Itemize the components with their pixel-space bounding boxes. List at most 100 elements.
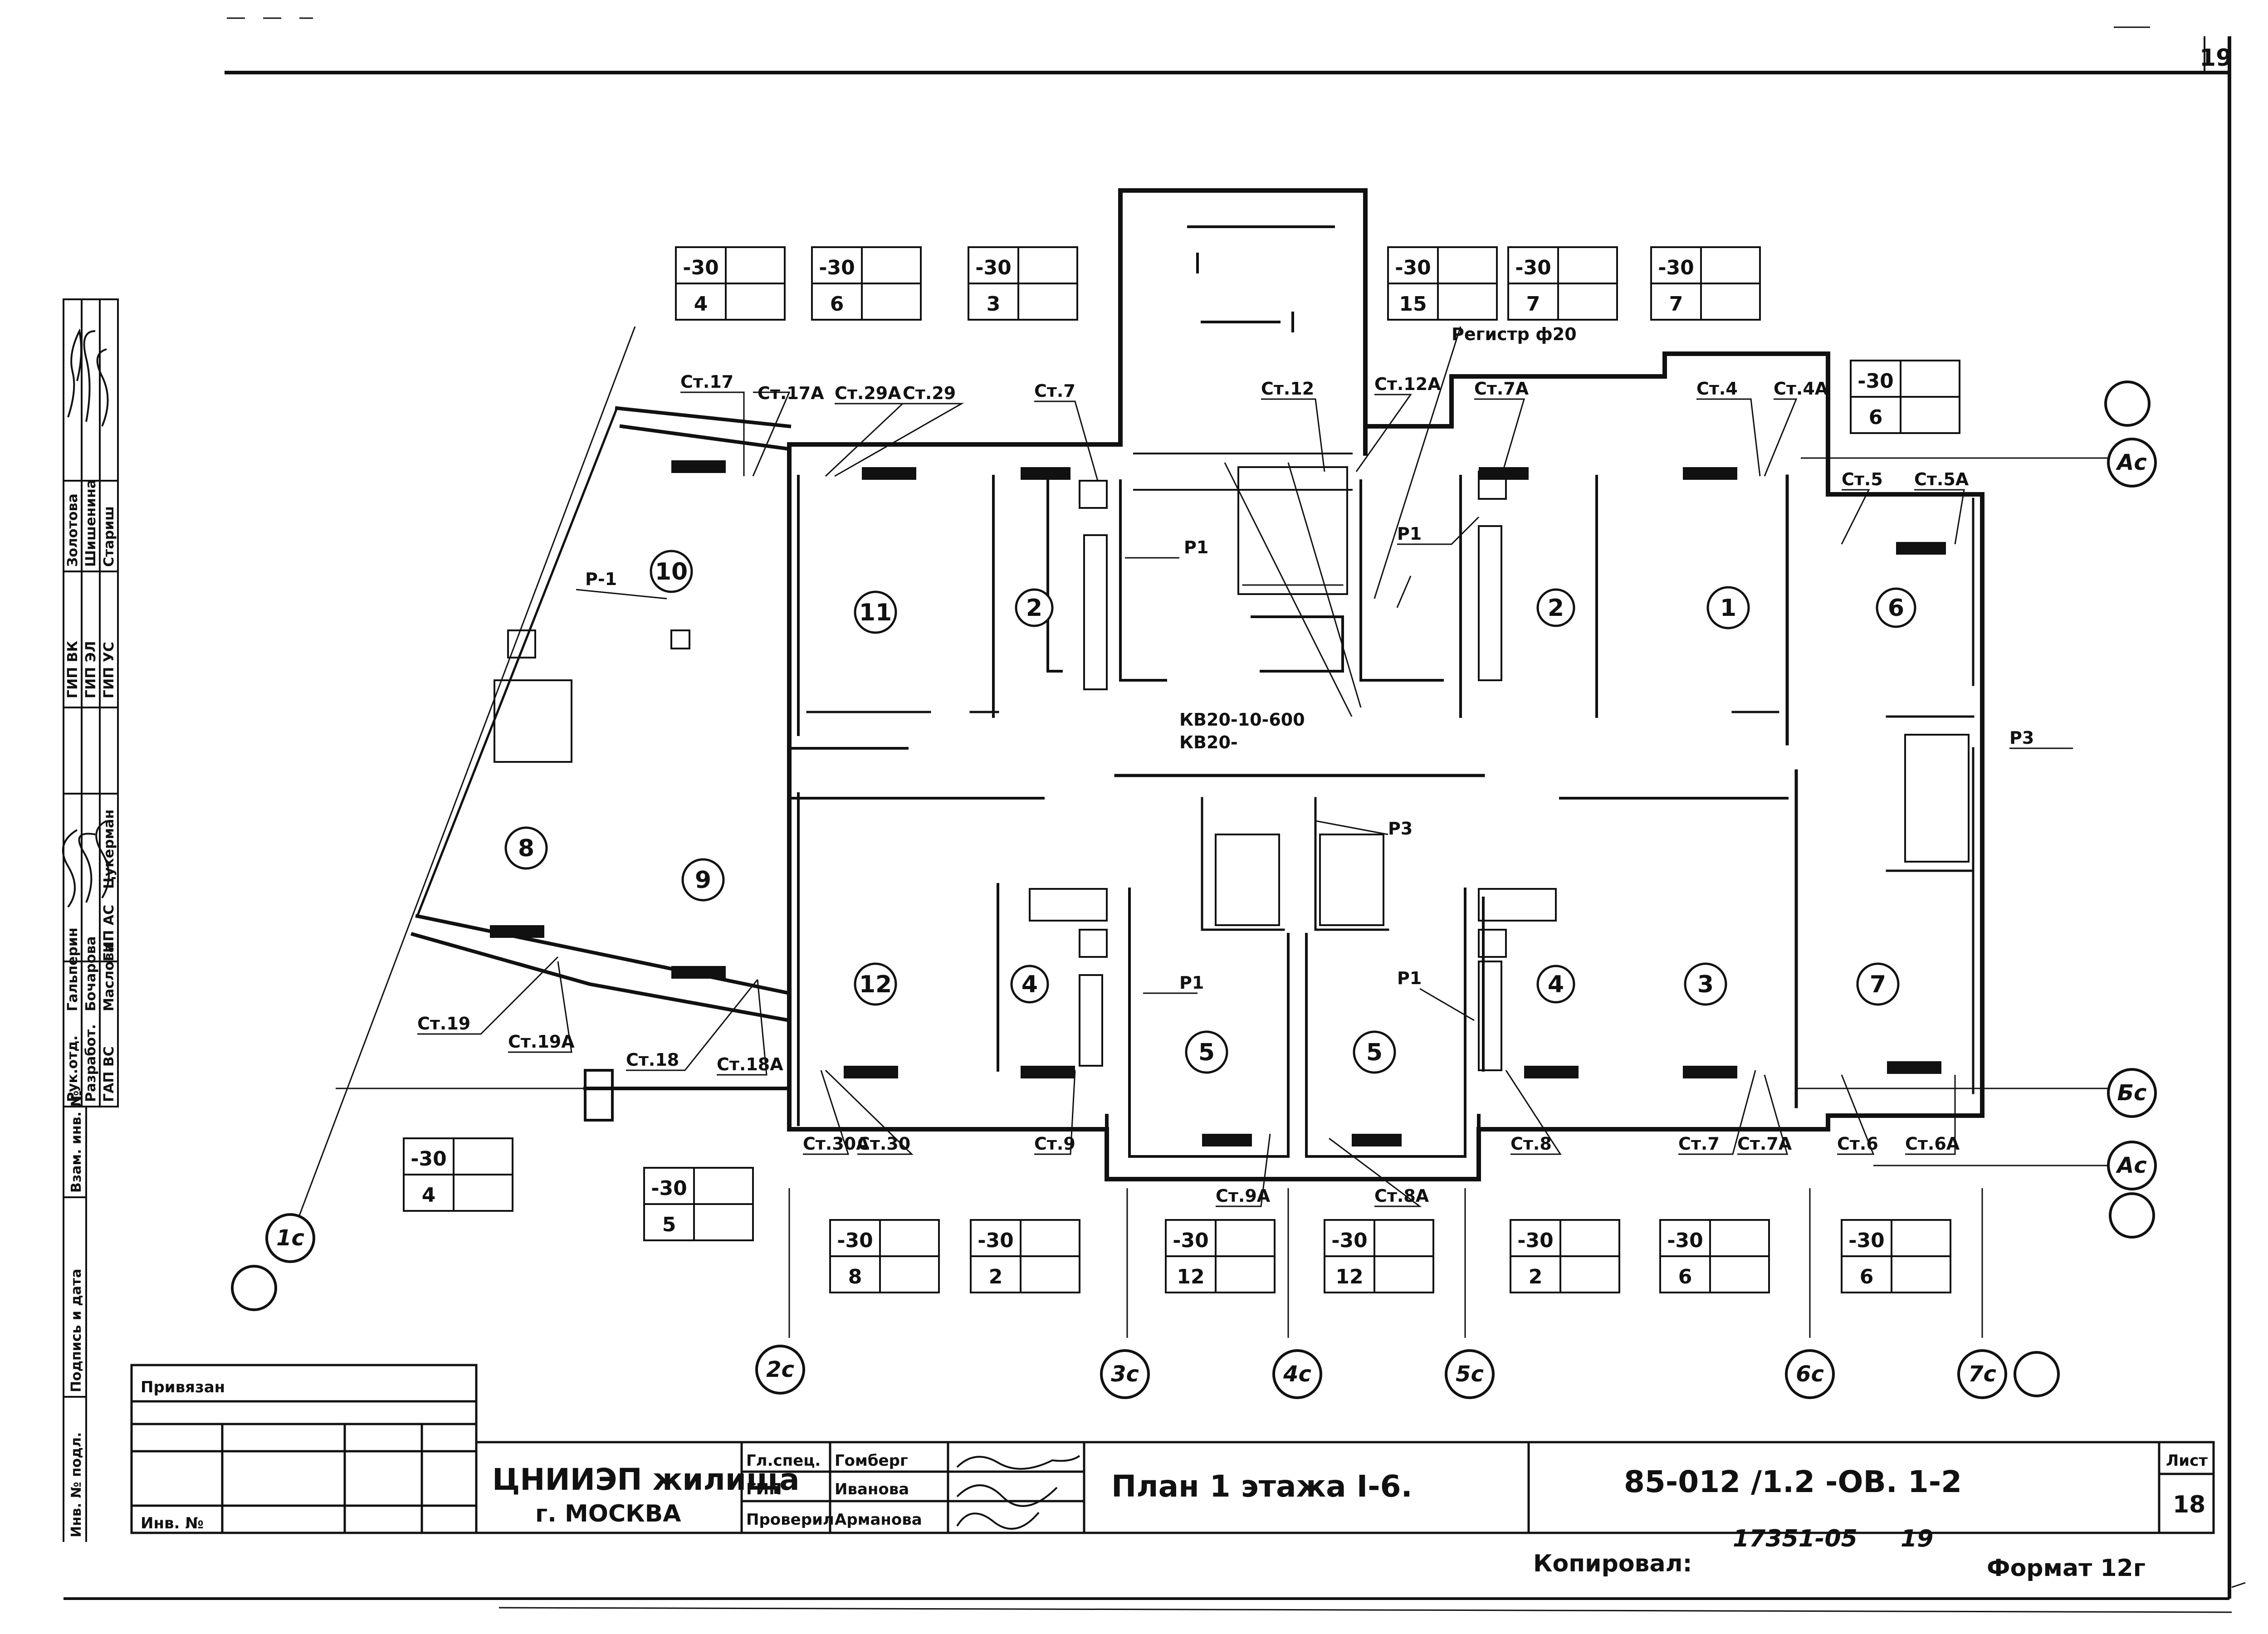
room-label-12: 12	[859, 971, 892, 998]
inv-label: Инв. №	[141, 1514, 204, 1532]
box-temp-2: -30	[819, 256, 855, 279]
axis-label-ac-bottom: Ас	[2115, 1153, 2147, 1178]
role-3: Проверил	[746, 1511, 834, 1529]
axis-label-2c: 2с	[766, 1357, 794, 1382]
box-temp-8: -30	[411, 1147, 447, 1171]
box-num-7: 6	[1869, 406, 1883, 429]
pipe-p1-bottom-left: Р1	[1179, 973, 1204, 993]
riser-st18a: Ст.18А	[717, 1054, 783, 1074]
riser-st8: Ст.8	[1510, 1134, 1552, 1154]
riser-st5: Ст.5	[1842, 469, 1883, 489]
copied-label: Копировал:	[1533, 1550, 1692, 1577]
axis-label-bc: Бс	[2117, 1080, 2146, 1106]
box-num-11: 2	[989, 1265, 1003, 1288]
room-label-5-left: 5	[1198, 1039, 1215, 1066]
box-num-12: 12	[1177, 1265, 1204, 1288]
strip-field-inv: Инв. № подл.	[68, 1432, 84, 1537]
riser-st4: Ст.4	[1696, 379, 1738, 399]
box-num-14: 2	[1529, 1265, 1543, 1288]
riser-st9a: Ст.9А	[1216, 1186, 1271, 1206]
org-city: г. МОСКВА	[535, 1500, 681, 1527]
room-label-8: 8	[518, 835, 534, 862]
strip-name-2: Бочарова	[83, 936, 99, 1011]
room-label-4-right: 4	[1548, 971, 1564, 998]
signatures	[62, 328, 110, 908]
room-label-1: 1	[1720, 595, 1736, 622]
room-label-2-right: 2	[1548, 595, 1564, 622]
temperature-box-values: -30 4 -30 6 -30 3 -30 15 -30 7 -30 7 -30…	[411, 256, 1894, 1288]
room-markers	[504, 550, 1916, 1074]
building-walls	[411, 188, 1984, 1181]
axis-label-4c: 4с	[1283, 1361, 1311, 1387]
riser-st29: Ст.29	[903, 383, 956, 403]
temperature-box-frames	[403, 246, 1960, 1293]
box-temp-3: -30	[975, 256, 1012, 279]
axis-label-6c: 6с	[1796, 1361, 1824, 1387]
riser-st12a: Ст.12А	[1374, 374, 1441, 394]
note-kv2: КВ20-	[1179, 732, 1238, 752]
box-temp-1: -30	[683, 256, 719, 279]
room-label-7: 7	[1870, 971, 1886, 998]
riser-st9: Ст.9	[1034, 1134, 1075, 1154]
axis-label-ac-top: Ас	[2115, 450, 2147, 475]
box-num-8: 4	[422, 1184, 436, 1207]
box-temp-10: -30	[837, 1229, 873, 1252]
axis-label-5c: 5с	[1456, 1361, 1484, 1387]
pipe-p3-right: Р3	[2009, 728, 2034, 748]
box-temp-6: -30	[1658, 256, 1694, 279]
box-num-2: 6	[830, 293, 844, 316]
riser-st5a: Ст.5А	[1914, 469, 1969, 489]
room-label-2-left: 2	[1026, 595, 1042, 622]
room-labels: 10 11 2 2 1 6 8 9 12 4 5 5 4 3 7	[518, 558, 1904, 1066]
strip-role-3: ГАП ВС	[101, 1046, 117, 1102]
strip-role-6: ГИП ЭЛ	[83, 641, 99, 698]
axis-lines	[298, 326, 2114, 1338]
box-temp-9: -30	[651, 1177, 687, 1200]
strip-name-1: Гальперин	[65, 927, 81, 1011]
riser-st30: Ст.30	[857, 1134, 910, 1154]
box-num-9: 5	[662, 1213, 676, 1236]
strip-role-2: Разработ.	[83, 1024, 99, 1102]
riser-st17a: Ст.17А	[758, 383, 824, 403]
format-label: Формат 12г	[1987, 1555, 2146, 1582]
box-num-6: 7	[1669, 293, 1683, 316]
riser-st17: Ст.17	[680, 372, 733, 392]
sheet-frame	[64, 36, 2232, 1613]
name-1: Гомберг	[835, 1452, 908, 1470]
box-num-16: 6	[1860, 1265, 1874, 1288]
axis-markers	[231, 380, 2157, 1399]
riser-st8a: Ст.8А	[1374, 1186, 1429, 1206]
radiators	[490, 460, 1946, 1146]
strip-name-5: Золотова	[65, 493, 81, 567]
approval-strip-text: Рук.отд. Гальперин Разработ. Бочарова ГА…	[65, 479, 117, 1537]
copied-num: 19	[1901, 1525, 1933, 1552]
strip-name-3: Маслова	[101, 943, 117, 1011]
box-temp-5: -30	[1515, 256, 1551, 279]
riser-st4a: Ст.4А	[1774, 379, 1828, 399]
role-1: Гл.спец.	[746, 1452, 821, 1470]
box-temp-4: -30	[1395, 256, 1431, 279]
box-num-5: 7	[1526, 293, 1540, 316]
box-temp-11: -30	[978, 1229, 1014, 1252]
box-temp-14: -30	[1517, 1229, 1554, 1252]
drawing-designation: 85-012 /1.2 -ОВ. 1-2	[1624, 1464, 1962, 1499]
sheet-value: 18	[2173, 1491, 2205, 1518]
room-label-10: 10	[655, 558, 688, 585]
strip-role-5: ГИП ВК	[65, 640, 81, 698]
name-3: Арманова	[835, 1511, 922, 1529]
privyazan-label: Привязан	[141, 1378, 225, 1396]
pipe-labels: Р1 Р1 Р3 Р3 Р1 Р1 Регистр ф20 КВ20-10-60…	[585, 324, 2034, 993]
riser-st29a: Ст.29А	[835, 383, 901, 403]
riser-labels: Ст.17 Ст.17А Ст.29А Ст.29 Ст.7 Ст.12 Ст.…	[417, 372, 1969, 1206]
sheet-label: Лист	[2166, 1452, 2208, 1470]
room-label-5-right: 5	[1366, 1039, 1383, 1066]
box-num-15: 6	[1678, 1265, 1692, 1288]
pipe-p1-bottom-right: Р1	[1397, 968, 1422, 988]
axis-labels: 1с 2с 3с 4с 5с 6с 7с Ас Бс Ас	[276, 450, 2147, 1387]
pipe-p3-middle: Р3	[1388, 819, 1413, 839]
riser-st7a-top: Ст.7А	[1474, 379, 1529, 399]
riser-st12: Ст.12	[1261, 379, 1314, 399]
strip-role-4: ГИП АС	[101, 905, 117, 961]
